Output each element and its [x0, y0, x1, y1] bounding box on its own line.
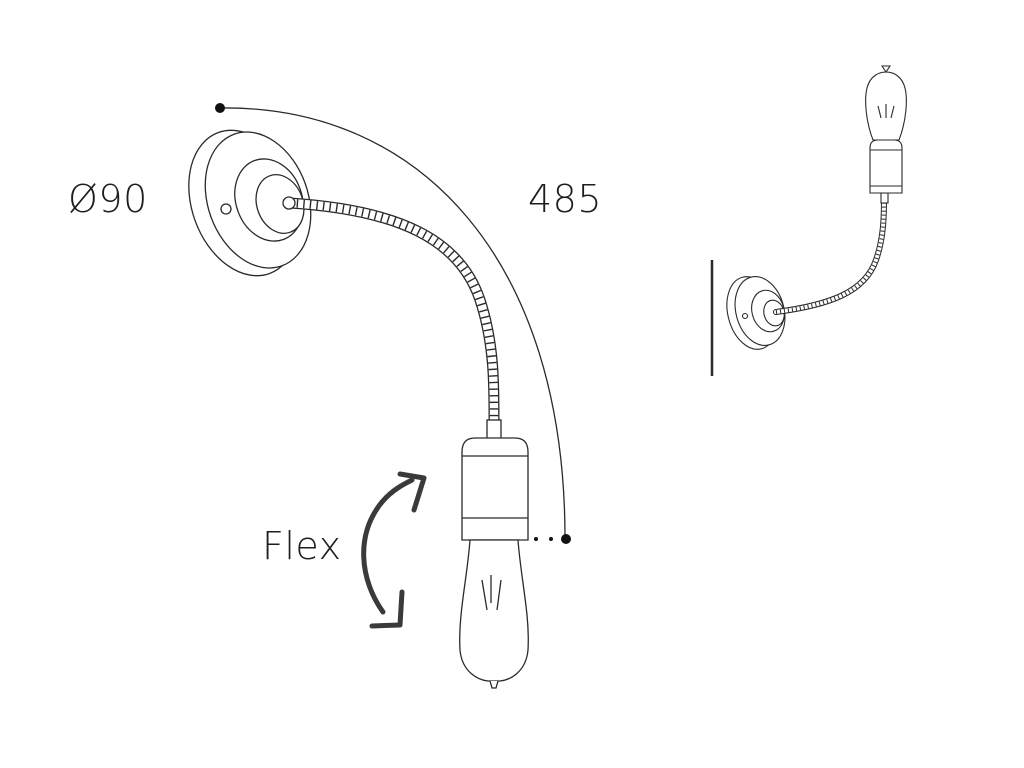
bulb-icon [459, 539, 529, 689]
length-label: 485 [528, 177, 603, 221]
dimension-start-dot [215, 103, 225, 113]
canopy-icon [188, 129, 312, 277]
dimension-dot-small [534, 537, 538, 541]
dimension-end-dot [561, 534, 571, 544]
socket-icon [461, 419, 529, 541]
flex-curved-arrow-icon [361, 471, 427, 629]
flex-label: Flex [262, 524, 342, 568]
dimension-dot-small [549, 537, 553, 541]
arm-end-cap [282, 196, 296, 210]
wall-lamp-mounted-preview-icon [710, 65, 907, 376]
length-dimension-line [219, 107, 566, 539]
flexible-arm [284, 197, 500, 431]
diameter-label: Ø90 [68, 177, 148, 221]
